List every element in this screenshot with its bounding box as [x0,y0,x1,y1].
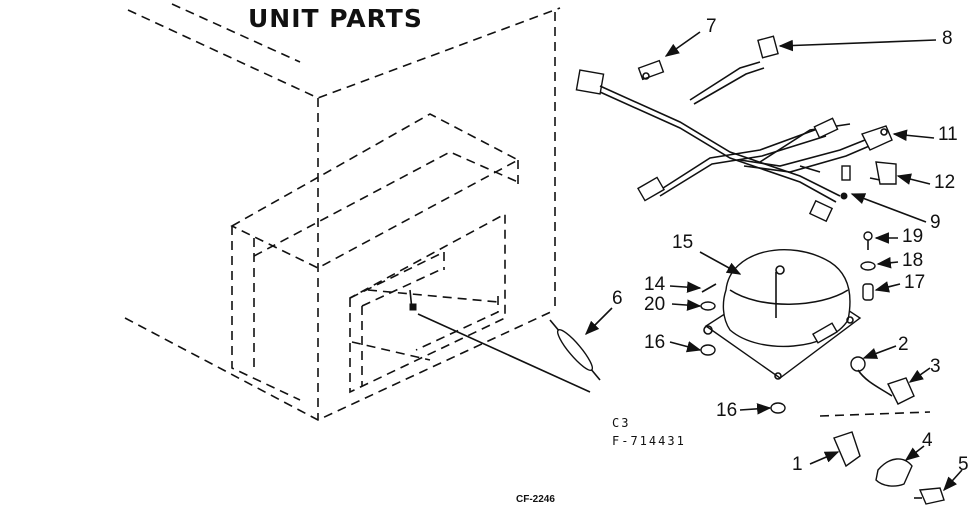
callout-8: 8 [942,28,953,49]
grommet-part-16 [700,344,786,414]
plug-part-8 [757,35,779,59]
callout-9: 9 [930,212,941,233]
callout-3: 3 [930,356,941,377]
relay-overload-parts-2-3 [850,356,915,405]
callout-4: 4 [922,430,933,451]
callout-7: 7 [706,16,717,37]
callout-11: 11 [938,124,958,145]
callout-6: 6 [612,288,623,309]
connector-part-11 [861,125,893,151]
drier-part-6 [549,319,601,381]
callout-12: 12 [934,172,956,193]
wiring-harness [575,61,875,223]
diagram-title: UNIT PARTS [248,4,423,33]
hardware-parts-14-20 [700,283,717,311]
terminal-cover-parts-1-4-5 [819,411,945,505]
callout-2: 2 [898,334,909,355]
footer-code: CF-2246 [516,494,555,505]
clip-part-7 [637,59,665,81]
callout-18: 18 [902,250,924,271]
callout-5: 5 [958,454,969,475]
callout-15: 15 [672,232,694,253]
caption-line-2: F-714431 [612,434,686,448]
callout-arrows [584,31,963,492]
callout-16-lower: 16 [716,400,738,421]
terminal-part-9 [840,165,851,200]
callout-14: 14 [644,274,666,295]
caption-line-1: C3 [612,416,631,430]
callout-19: 19 [902,226,924,247]
cabinet-outline [124,3,561,421]
bolt-washer-spacer-17-19 [860,231,876,301]
compressor-part-15 [703,249,862,380]
callout-16-upper: 16 [644,332,666,353]
callout-20: 20 [644,294,666,315]
clamp-part-12 [869,161,897,185]
callout-17: 17 [904,272,926,293]
callout-1: 1 [792,454,803,475]
